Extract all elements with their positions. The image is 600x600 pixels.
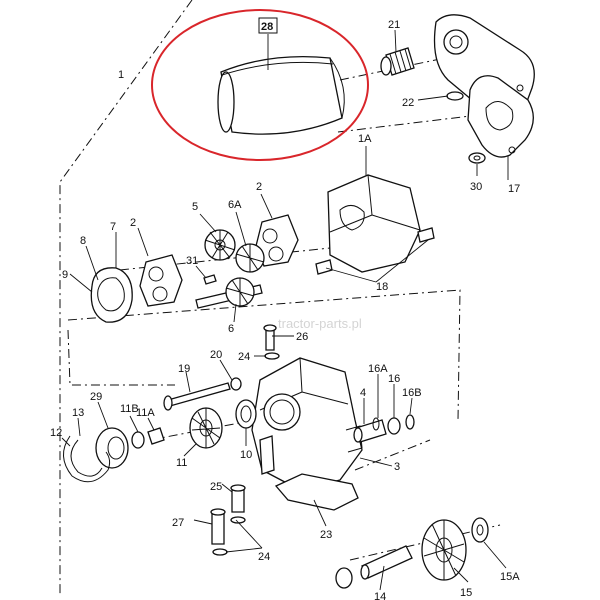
label-20: 20 — [210, 349, 222, 361]
label-6a: 6A — [228, 199, 242, 211]
part-30-washer[interactable] — [468, 152, 486, 164]
label-3: 3 — [394, 461, 400, 473]
label-26: 26 — [296, 331, 308, 343]
label-11a: 11A — [136, 407, 155, 419]
highlight-circle — [151, 9, 369, 161]
label-30: 30 — [470, 181, 482, 193]
part-31-key[interactable] — [203, 274, 217, 285]
part-4-plunger[interactable] — [353, 419, 387, 443]
part-2-bushing-left[interactable] — [139, 254, 183, 307]
label-5: 5 — [192, 201, 198, 213]
label-2-top: 2 — [256, 181, 262, 193]
part-8-seal[interactable] — [90, 267, 133, 323]
label-12: 12 — [50, 427, 62, 439]
label-11b: 11B — [120, 403, 139, 415]
label-29: 29 — [90, 391, 102, 403]
part-9-plate[interactable] — [97, 277, 125, 312]
label-1a: 1A — [358, 133, 372, 145]
label-4: 4 — [360, 387, 366, 399]
label-24-bottom: 24 — [258, 551, 270, 563]
part-15-large-gear[interactable] — [421, 519, 467, 581]
part-labels: 28 1 21 22 30 17 1A 2 5 6A 7 2 8 9 31 6 … — [50, 17, 520, 600]
part-5-drive-gear[interactable] — [204, 229, 236, 261]
label-13: 13 — [72, 407, 84, 419]
part-6-gear-shaft[interactable] — [195, 277, 263, 309]
part-12-snap-ring[interactable] — [70, 439, 103, 477]
leader-lines — [61, 29, 509, 591]
label-19: 19 — [178, 363, 190, 375]
part-25-bolt[interactable] — [230, 484, 246, 513]
part-22-o-ring[interactable] — [446, 91, 464, 101]
watermark-text: tractor-parts.pl — [278, 316, 362, 331]
washer-bottom-left[interactable] — [335, 567, 353, 589]
label-23: 23 — [320, 529, 332, 541]
label-28-box — [258, 17, 278, 34]
label-15a: 15A — [500, 571, 520, 583]
label-15: 15 — [460, 587, 472, 599]
part-24-washer-top[interactable] — [264, 352, 280, 360]
part-19-long-bolt[interactable] — [163, 382, 231, 411]
label-25: 25 — [210, 481, 222, 493]
label-9: 9 — [62, 269, 68, 281]
label-16a: 16A — [368, 363, 388, 375]
part-13-snap-ring-outer[interactable] — [63, 435, 111, 483]
part-20-washer[interactable] — [230, 377, 242, 391]
part-11-gear[interactable] — [189, 407, 223, 449]
label-22: 22 — [402, 97, 414, 109]
label-24-top: 24 — [238, 351, 250, 363]
label-17: 17 — [508, 183, 520, 195]
label-21: 21 — [388, 19, 400, 31]
part-16a-ring[interactable] — [372, 417, 380, 431]
part-16b-washer[interactable] — [405, 414, 415, 430]
part-3-main-housing[interactable] — [251, 357, 363, 491]
part-24-washer-mid[interactable] — [230, 516, 246, 524]
part-18-dowel-pins[interactable] — [315, 227, 435, 275]
label-2-left: 2 — [130, 217, 136, 229]
part-6a-driven-gear[interactable] — [235, 243, 265, 273]
label-8: 8 — [80, 235, 86, 247]
part-27-bolt[interactable] — [210, 508, 226, 545]
label-11: 11 — [176, 457, 187, 469]
label-27: 27 — [172, 517, 184, 529]
part-26-bolt[interactable] — [263, 324, 277, 351]
part-29-hub[interactable] — [95, 427, 129, 469]
label-10: 10 — [240, 449, 252, 461]
part-23-gasket[interactable] — [274, 473, 359, 511]
part-24-washer-bottom[interactable] — [212, 548, 228, 556]
part-14-shaft[interactable] — [360, 545, 413, 580]
label-28: 28 — [261, 21, 273, 33]
part-10-bearing[interactable] — [235, 399, 257, 429]
part-15a-washer[interactable] — [471, 517, 489, 543]
label-16b: 16B — [402, 387, 422, 399]
part-21-threaded-nipple[interactable] — [380, 47, 415, 76]
label-16: 16 — [388, 373, 400, 385]
label-14: 14 — [374, 591, 386, 600]
watermark: tractor-parts.pl — [278, 316, 362, 331]
part-16-spring[interactable] — [387, 417, 401, 435]
part-17-cover-plate[interactable] — [467, 75, 534, 158]
label-1: 1 — [118, 69, 124, 81]
label-7: 7 — [110, 221, 116, 233]
label-6: 6 — [228, 323, 234, 335]
label-31: 31 — [186, 255, 198, 267]
part-11b-nut[interactable] — [131, 431, 145, 449]
part-11a-clip[interactable] — [147, 427, 165, 445]
part-28-filter-cartridge[interactable] — [217, 56, 345, 135]
label-18: 18 — [376, 281, 388, 293]
part-1a-pump-body[interactable] — [327, 174, 421, 273]
